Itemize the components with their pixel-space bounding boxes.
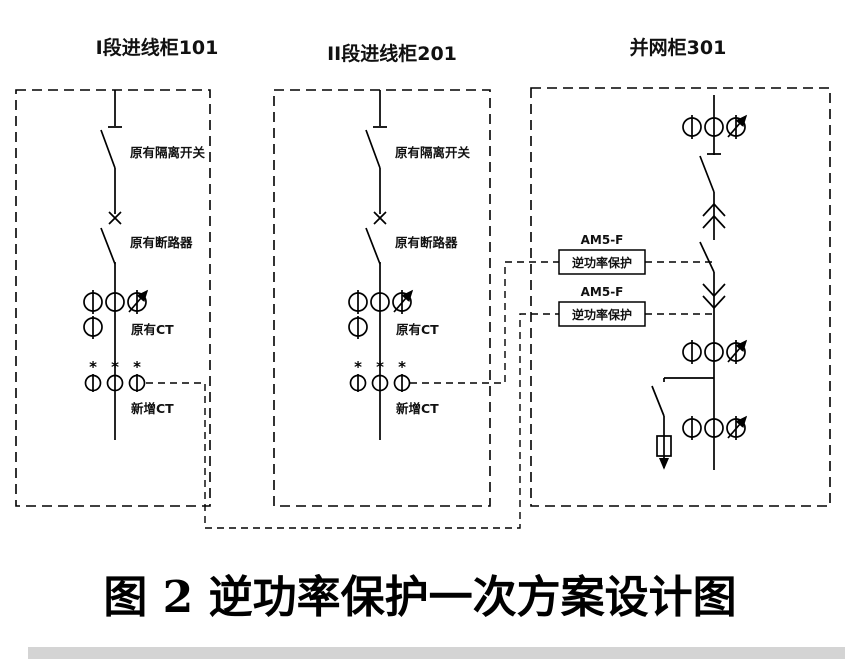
polarity-mark: * bbox=[111, 358, 119, 376]
cabinet-3-drawout-contacts-upper-icon bbox=[702, 202, 726, 229]
wiring-cabinet1-to-protection2 bbox=[146, 313, 559, 529]
figure-caption: 图 2 逆功率保护一次方案设计图 bbox=[103, 572, 736, 623]
cabinet-3-breaker-icon bbox=[699, 241, 715, 273]
cabinet-2-boundary bbox=[273, 89, 491, 507]
polarity-mark: * bbox=[398, 358, 406, 376]
cabinet-2-breaker-icon bbox=[365, 211, 387, 265]
cabinet-3: 并网柜301 bbox=[530, 36, 831, 507]
polarity-mark: * bbox=[354, 358, 362, 376]
cabinet-2-ct-icon bbox=[348, 289, 414, 339]
cabinet-2: II段进线柜201 原有隔离开关 原有断路器 原有CT * * bbox=[273, 42, 491, 507]
cabinet-1-breaker-icon bbox=[100, 211, 122, 265]
cabinet-1-disconnect-label: 原有隔离开关 bbox=[130, 145, 206, 160]
polarity-mark: * bbox=[89, 358, 97, 376]
cabinet-1: I段进线柜101 原有隔离开关 原有断路器 原有CT * * bbox=[15, 36, 219, 507]
secondary-wiring bbox=[146, 261, 714, 529]
cabinet-2-disconnect-label: 原有隔离开关 bbox=[395, 145, 471, 160]
cabinet-2-title: II段进线柜201 bbox=[327, 42, 457, 65]
cabinet-1-boundary bbox=[15, 89, 211, 507]
cabinet-1-disconnect-switch-icon bbox=[100, 126, 122, 169]
footer-bar bbox=[28, 647, 845, 659]
cabinet-3-drawout-contacts-lower-icon bbox=[702, 283, 726, 310]
protection-unit-1: AM5-F 逆功率保护 bbox=[558, 233, 646, 275]
protection-unit-2: AM5-F 逆功率保护 bbox=[558, 285, 646, 327]
protection-unit-1-name: 逆功率保护 bbox=[572, 255, 632, 270]
wiring-cabinet2-to-protection1 bbox=[410, 261, 559, 384]
polarity-mark: * bbox=[376, 358, 384, 376]
protection-unit-2-name: 逆功率保护 bbox=[572, 307, 632, 322]
cabinet-3-title: 并网柜301 bbox=[630, 36, 727, 59]
protection-unit-1-model: AM5-F bbox=[581, 233, 624, 247]
cabinet-2-new-ct-icon: * * * bbox=[349, 358, 411, 392]
cabinet-3-boundary bbox=[530, 87, 831, 507]
cabinet-1-new-ct-icon: * * * bbox=[84, 358, 146, 392]
cabinet-2-disconnect-switch-icon bbox=[365, 126, 387, 169]
cabinet-1-title: I段进线柜101 bbox=[96, 36, 219, 59]
cabinet-2-new-ct-label: 新增CT bbox=[396, 401, 439, 416]
polarity-mark: * bbox=[133, 358, 141, 376]
cabinet-3-arrester-branch bbox=[651, 377, 714, 470]
cabinet-2-breaker-label: 原有断路器 bbox=[395, 235, 458, 250]
protection-unit-2-model: AM5-F bbox=[581, 285, 624, 299]
cabinet-1-ct-icon bbox=[83, 289, 149, 339]
cabinet-3-mid-ct-icon bbox=[682, 339, 748, 364]
cabinet-1-new-ct-label: 新增CT bbox=[131, 401, 174, 416]
cabinet-1-breaker-label: 原有断路器 bbox=[130, 235, 193, 250]
cabinet-3-top-ct-icon bbox=[682, 114, 748, 139]
cabinet-2-ct-label: 原有CT bbox=[396, 322, 439, 337]
cabinet-1-ct-label: 原有CT bbox=[131, 322, 174, 337]
cabinet-3-disconnect-switch-icon bbox=[699, 153, 721, 193]
cabinet-3-bottom-ct-icon bbox=[682, 415, 748, 440]
